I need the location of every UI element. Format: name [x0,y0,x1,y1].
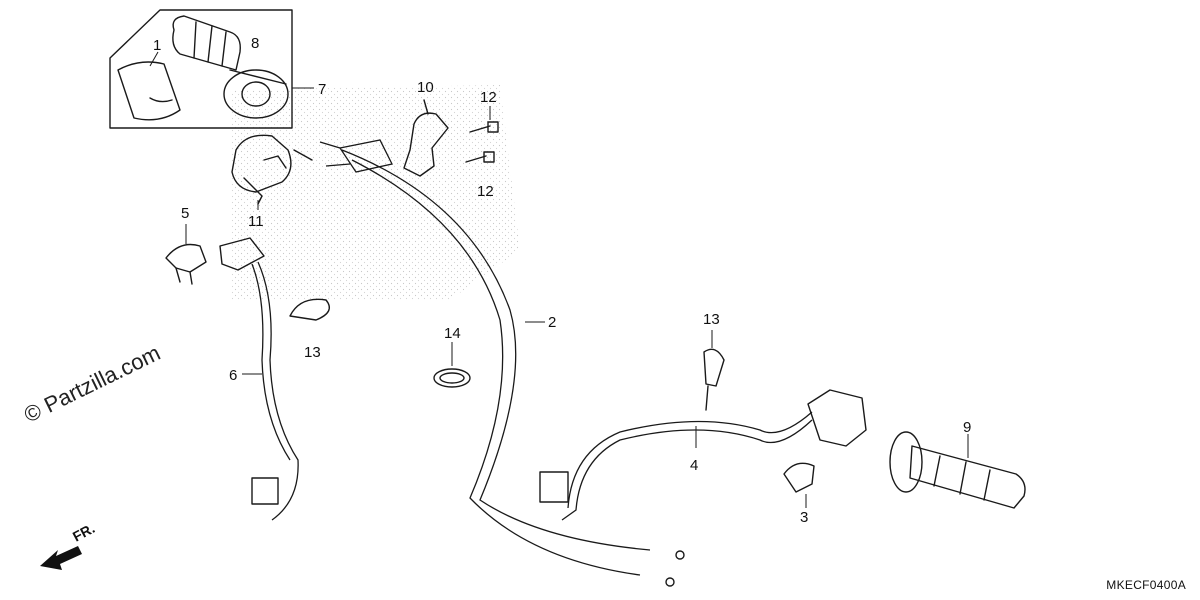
part-11-throttle-housing[interactable] [231,134,313,205]
part-2-throttle-cable[interactable] [319,139,685,587]
callout-1: 1 [153,37,161,54]
front-arrow-icon [40,546,82,570]
part-13-cable-tie-left[interactable] [289,298,330,321]
diagram-code: MKECF0400A [1106,578,1186,592]
callout-3: 3 [800,509,808,526]
throttle-inset-frame [109,9,293,129]
part-9-left-grip[interactable] [889,431,1026,509]
callout-11: 11 [248,213,264,230]
part-5-clamp[interactable] [165,243,207,285]
callout-12-lower: 12 [477,183,494,200]
background-logo-texture [230,85,520,300]
part-13-cable-tie-right[interactable] [703,348,725,411]
callout-7: 7 [318,81,326,98]
part-10-housing-cover[interactable] [403,99,449,177]
callout-14: 14 [444,325,461,342]
part-3-clamp[interactable] [783,462,815,493]
part-8-throttle-grip[interactable] [172,15,241,71]
callout-5: 5 [181,205,189,222]
callout-6: 6 [229,367,237,384]
part-12-bolt-upper[interactable] [469,121,499,133]
callout-13-right: 13 [703,311,720,328]
part-1-grip-sleeve[interactable] [117,61,181,121]
part-14-band[interactable] [433,368,471,388]
front-direction-label: FR. [70,520,97,545]
part-6-left-switch[interactable] [219,237,299,521]
callout-12-upper: 12 [480,89,497,106]
part-7-throttle-pipe[interactable] [223,69,289,119]
callout-2: 2 [548,314,556,331]
callout-9: 9 [963,419,971,436]
part-4-right-switch[interactable] [539,389,867,521]
part-12-bolt-lower[interactable] [465,151,495,163]
callout-4: 4 [690,457,698,474]
callout-10: 10 [417,79,434,96]
front-direction-indicator: FR. [40,520,97,570]
callout-13-left: 13 [304,344,321,361]
callout-8: 8 [251,35,259,52]
